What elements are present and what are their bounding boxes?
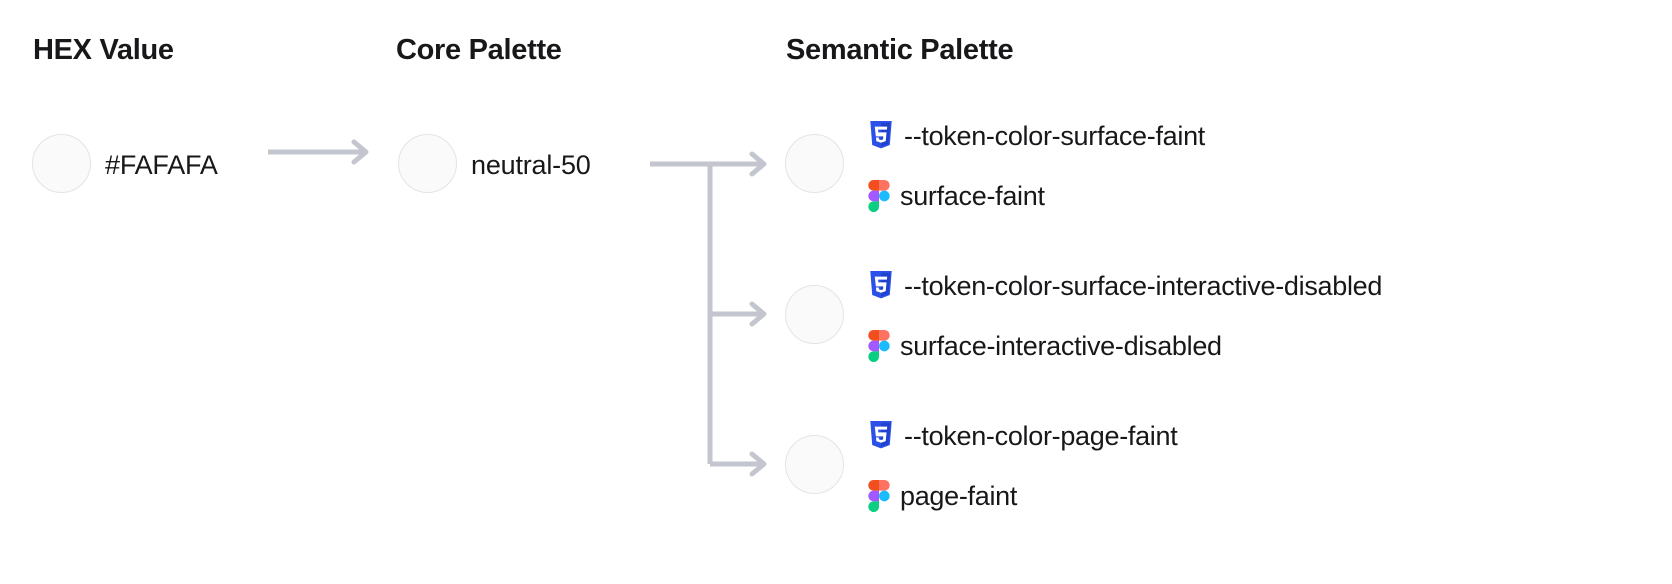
css-token-line: --token-color-surface-faint (868, 116, 1658, 156)
figma-token-label: page-faint (900, 480, 1018, 511)
css-token-label: --token-color-surface-interactive-disabl… (904, 270, 1383, 301)
css-token-label: --token-color-page-faint (904, 420, 1178, 451)
color-swatch-semantic-0 (785, 134, 844, 193)
css-token-line: --token-color-surface-interactive-disabl… (868, 266, 1658, 306)
figma-token-line: page-faint (868, 476, 1658, 516)
column-header-hex-value: HEX Value (33, 34, 174, 66)
figma-token-line: surface-interactive-disabled (868, 326, 1658, 366)
core-palette-label: neutral-50 (471, 150, 591, 180)
figma-token-label: surface-interactive-disabled (900, 330, 1222, 361)
hex-value-label: #FAFAFA (105, 150, 218, 180)
css-token-line: --token-color-page-faint (868, 416, 1658, 456)
figma-icon (868, 330, 890, 362)
color-swatch-hex (32, 134, 91, 193)
semantic-token-row: --token-color-surface-interactive-disabl… (868, 266, 1658, 366)
figma-token-label: surface-faint (900, 180, 1045, 211)
color-swatch-semantic-1 (785, 285, 844, 344)
css-token-label: --token-color-surface-faint (904, 120, 1206, 151)
css3-icon (870, 121, 892, 149)
column-header-core-palette: Core Palette (396, 34, 562, 66)
color-swatch-semantic-2 (785, 435, 844, 494)
css3-icon (870, 421, 892, 449)
figma-icon (868, 180, 890, 212)
semantic-token-row: --token-color-surface-faint surface-fain… (868, 116, 1658, 216)
semantic-token-row: --token-color-page-faint page-faint (868, 416, 1658, 516)
arrow-hex-to-core (268, 139, 369, 165)
color-swatch-core (398, 134, 457, 193)
figma-token-line: surface-faint (868, 176, 1658, 216)
figma-icon (868, 480, 890, 512)
branch-connector-core-to-semantic (650, 151, 767, 477)
css3-icon (870, 271, 892, 299)
column-header-semantic-palette: Semantic Palette (786, 34, 1014, 66)
